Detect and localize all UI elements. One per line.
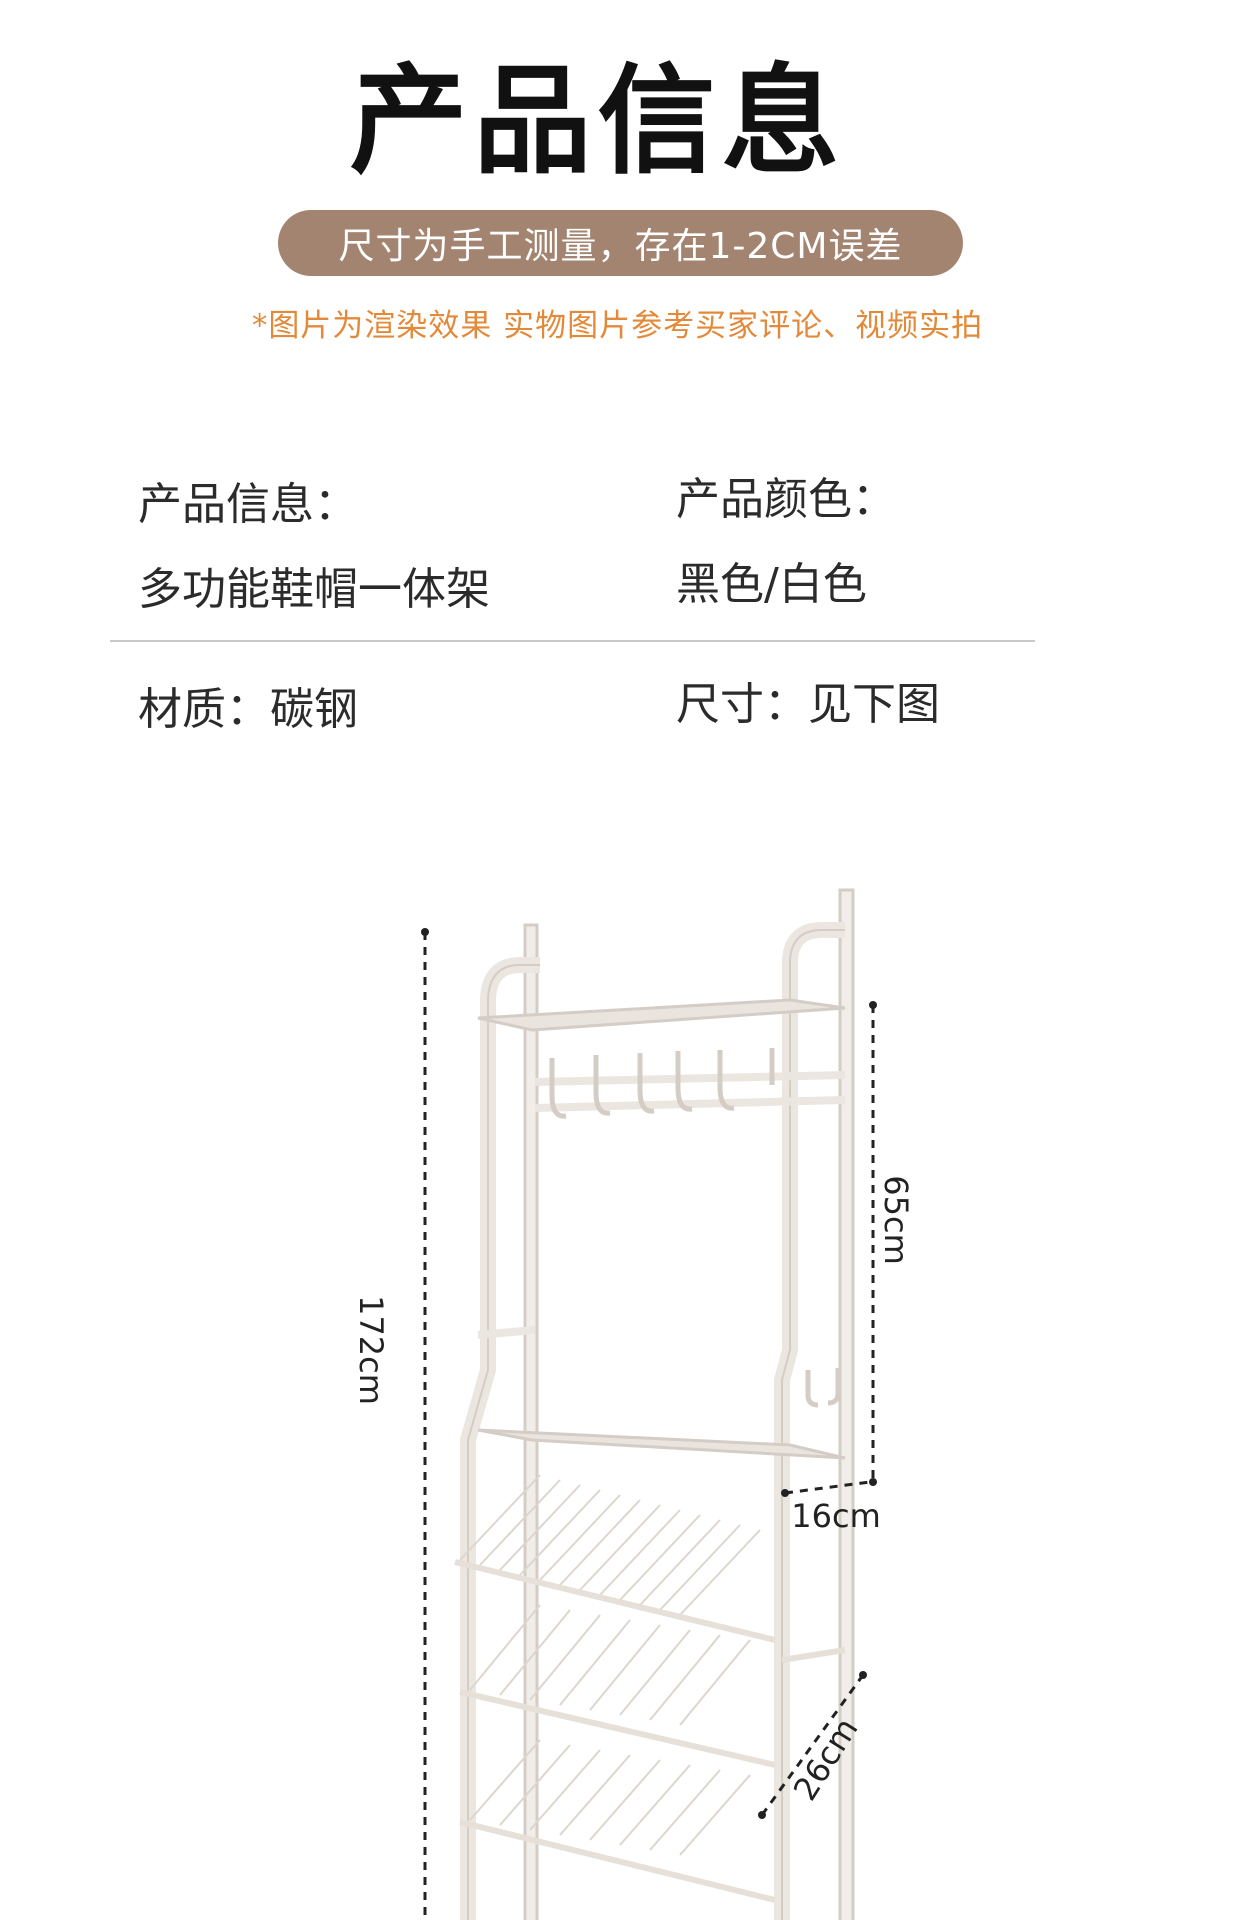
size-spec: 尺寸：见下图 — [676, 679, 940, 730]
page-title: 产品信息 — [349, 52, 846, 190]
upper-height-dimension-label: 65cm — [877, 1175, 915, 1264]
product-color-value: 黑色/白色 — [676, 559, 867, 610]
dimension-endpoints — [421, 928, 877, 1819]
rack-dimension-diagram: 172cm 65cm 16cm 26cm — [352, 888, 915, 1920]
height-dimension-label: 172cm — [352, 1295, 390, 1405]
product-info-label: 产品信息： — [138, 479, 358, 530]
rack-illustration — [454, 888, 855, 1920]
top-depth-dimension-label: 16cm — [791, 1497, 880, 1535]
measurement-notice-badge: 尺寸为手工测量，存在1-2CM误差 — [278, 210, 963, 276]
dimension-lines — [423, 932, 875, 1920]
measurement-notice-text: 尺寸为手工测量，存在1-2CM误差 — [338, 226, 903, 267]
material-spec: 材质：碳钢 — [138, 684, 358, 735]
info-divider — [110, 640, 1035, 642]
product-info-value: 多功能鞋帽一体架 — [138, 564, 490, 615]
render-disclaimer: *图片为渲染效果 实物图片参考买家评论、视频实拍 — [251, 308, 984, 344]
product-color-label: 产品颜色： — [676, 474, 896, 525]
